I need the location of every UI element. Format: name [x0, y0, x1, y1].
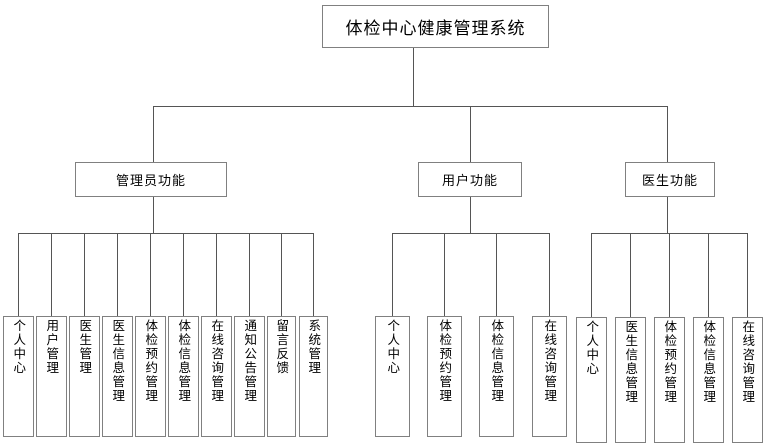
branch-node-doctor-label: 医生功能 [641, 174, 698, 189]
connector-bus-to-doctor [667, 106, 668, 162]
connector-doctor-drop-4 [708, 233, 709, 317]
leaf-user-4-label: 在线咨询管理 [542, 319, 558, 403]
connector-admin-drop-3 [84, 233, 85, 316]
leaf-admin-1[interactable]: 个人中心 [3, 316, 34, 437]
connector-doctor-drop-3 [669, 233, 670, 317]
leaf-doctor-2-label: 医生信息管理 [623, 320, 639, 404]
leaf-admin-9-label: 留言反馈 [274, 319, 290, 375]
leaf-user-3[interactable]: 体检信息管理 [479, 316, 514, 437]
leaf-admin-9[interactable]: 留言反馈 [267, 316, 296, 437]
branch-node-user-label: 用户功能 [441, 174, 498, 189]
connector-admin-drop-2 [51, 233, 52, 316]
branch-node-doctor[interactable]: 医生功能 [625, 162, 715, 197]
connector-level2-bus [153, 106, 668, 107]
leaf-admin-7-label: 在线咨询管理 [209, 319, 225, 403]
leaf-user-2-label: 体检预约管理 [437, 319, 453, 403]
leaf-user-1[interactable]: 个人中心 [375, 316, 410, 437]
leaf-user-3-label: 体检信息管理 [489, 319, 505, 403]
leaf-admin-5[interactable]: 体检预约管理 [135, 316, 166, 437]
connector-admin-stem [153, 197, 154, 233]
leaf-admin-7[interactable]: 在线咨询管理 [201, 316, 232, 437]
leaf-admin-3[interactable]: 医生管理 [69, 316, 100, 437]
connector-admin-drop-6 [183, 233, 184, 316]
connector-bus-to-admin [153, 106, 154, 162]
connector-admin-drop-5 [150, 233, 151, 316]
leaf-admin-4[interactable]: 医生信息管理 [102, 316, 133, 437]
branch-node-admin[interactable]: 管理员功能 [75, 162, 227, 197]
leaf-admin-8-label: 通知公告管理 [242, 319, 258, 403]
connector-admin-drop-1 [18, 233, 19, 316]
leaf-admin-1-label: 个人中心 [11, 319, 27, 375]
connector-user-drop-4 [549, 233, 550, 316]
connector-admin-drop-7 [216, 233, 217, 316]
leaf-admin-2[interactable]: 用户管理 [36, 316, 67, 437]
leaf-admin-5-label: 体检预约管理 [143, 319, 159, 403]
connector-bus-to-user [470, 106, 471, 162]
connector-doctor-drop-5 [747, 233, 748, 317]
leaf-admin-4-label: 医生信息管理 [110, 319, 126, 403]
leaf-doctor-1-label: 个人中心 [584, 320, 600, 376]
connector-doctor-stem [667, 197, 668, 233]
connector-user-bus [392, 233, 549, 234]
connector-user-drop-3 [496, 233, 497, 316]
connector-admin-drop-4 [117, 233, 118, 316]
connector-user-drop-2 [444, 233, 445, 316]
leaf-admin-6[interactable]: 体检信息管理 [168, 316, 199, 437]
connector-doctor-drop-2 [630, 233, 631, 317]
connector-user-stem [470, 197, 471, 233]
branch-node-admin-label: 管理员功能 [115, 174, 186, 189]
leaf-doctor-5-label: 在线咨询管理 [740, 320, 756, 404]
leaf-user-4[interactable]: 在线咨询管理 [532, 316, 567, 437]
leaf-admin-3-label: 医生管理 [77, 319, 93, 375]
leaf-doctor-3-label: 体检预约管理 [662, 320, 678, 404]
leaf-doctor-4-label: 体检信息管理 [701, 320, 717, 404]
leaf-admin-10-label: 系统管理 [306, 319, 322, 375]
leaf-doctor-3[interactable]: 体检预约管理 [654, 317, 685, 443]
leaf-admin-6-label: 体检信息管理 [176, 319, 192, 403]
connector-admin-drop-8 [249, 233, 250, 316]
connector-root-stem [413, 48, 414, 106]
leaf-admin-2-label: 用户管理 [44, 319, 60, 375]
root-node-system[interactable]: 体检中心健康管理系统 [322, 5, 549, 48]
leaf-doctor-5[interactable]: 在线咨询管理 [732, 317, 763, 443]
leaf-doctor-1[interactable]: 个人中心 [576, 317, 607, 443]
leaf-doctor-2[interactable]: 医生信息管理 [615, 317, 646, 443]
leaf-admin-10[interactable]: 系统管理 [299, 316, 328, 437]
connector-user-drop-1 [392, 233, 393, 316]
connector-doctor-drop-1 [591, 233, 592, 317]
leaf-doctor-4[interactable]: 体检信息管理 [693, 317, 724, 443]
connector-admin-drop-9 [281, 233, 282, 316]
root-node-label: 体检中心健康管理系统 [345, 19, 526, 39]
leaf-user-2[interactable]: 体检预约管理 [427, 316, 462, 437]
connector-admin-drop-10 [313, 233, 314, 316]
leaf-user-1-label: 个人中心 [385, 319, 401, 375]
branch-node-user[interactable]: 用户功能 [418, 162, 522, 197]
leaf-admin-8[interactable]: 通知公告管理 [234, 316, 265, 437]
connector-admin-bus [18, 233, 313, 234]
